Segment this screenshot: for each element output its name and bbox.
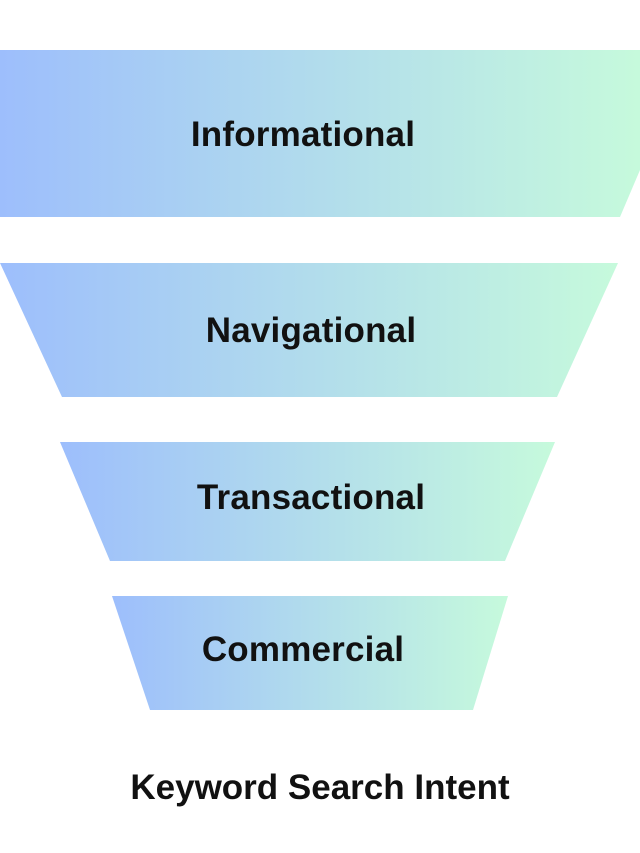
- diagram-caption: Keyword Search Intent: [130, 768, 510, 807]
- funnel-stage-informational: [0, 50, 640, 217]
- funnel-stage-transactional: [60, 442, 555, 561]
- funnel-stage-commercial: [112, 596, 508, 710]
- stage-label-commercial: Commercial: [201, 630, 405, 669]
- stage-label-transactional: Transactional: [196, 478, 426, 517]
- funnel-stage-navigational: [0, 263, 618, 397]
- stage-label-navigational: Navigational: [205, 311, 417, 350]
- stage-label-informational: Informational: [190, 115, 416, 154]
